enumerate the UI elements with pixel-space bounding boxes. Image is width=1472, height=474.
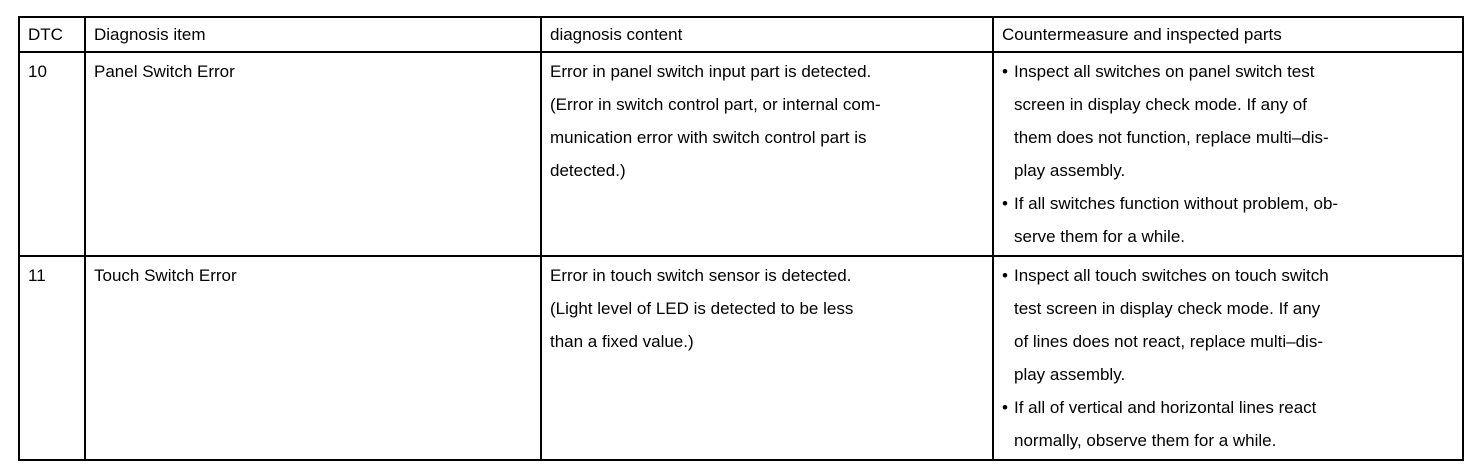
countermeasure-item: • If all switches function without proble… [1002,187,1454,220]
countermeasure-line: play assembly. [1014,161,1126,180]
cell-diagnosis-item: Touch Switch Error [84,255,542,461]
header-dtc: DTC [18,16,86,53]
countermeasure-line: Inspect all switches on panel switch tes… [1014,62,1315,81]
countermeasure-line: serve them for a while. [1014,227,1186,246]
bullet-icon: • [1002,194,1008,213]
countermeasure-line: of lines does not react, replace multi–d… [1014,332,1323,351]
bullet-icon: • [1002,398,1008,417]
countermeasure-line: If all of vertical and horizontal lines … [1014,398,1317,417]
header-diagnosis-content: diagnosis content [540,16,994,53]
content-line: munication error with switch control par… [550,128,867,147]
cell-dtc: 10 [18,51,86,257]
countermeasure-line: normally, observe them for a while. [1014,431,1277,450]
content-line: (Error in switch control part, or intern… [550,95,881,114]
content-line: Error in touch switch sensor is detected… [550,266,852,285]
dtc-table: DTC Diagnosis item diagnosis content Cou… [18,16,1464,461]
cell-countermeasure: • Inspect all switches on panel switch te… [992,51,1464,257]
table-body: 10 Panel Switch Error Error in panel swi… [18,51,1464,461]
countermeasure-line: screen in display check mode. If any of [1014,95,1307,114]
header-row: DTC Diagnosis item diagnosis content Cou… [18,16,1464,53]
countermeasure-item: • Inspect all touch switches on touch swi… [1002,259,1454,292]
countermeasure-line: play assembly. [1014,365,1126,384]
content-line: than a fixed value.) [550,332,694,351]
countermeasure-item: • If all of vertical and horizontal lines… [1002,391,1454,424]
table-header: DTC Diagnosis item diagnosis content Cou… [18,16,1464,53]
content-line: (Light level of LED is detected to be le… [550,299,854,318]
header-diagnosis-item: Diagnosis item [84,16,542,53]
countermeasure-line: Inspect all touch switches on touch swit… [1014,266,1329,285]
cell-dtc: 11 [18,255,86,461]
header-countermeasure: Countermeasure and inspected parts [992,16,1464,53]
countermeasure-line: them does not function, replace multi–di… [1014,128,1329,147]
cell-countermeasure: • Inspect all touch switches on touch swi… [992,255,1464,461]
table-row: 10 Panel Switch Error Error in panel swi… [18,51,1464,257]
table-row: 11 Touch Switch Error Error in touch swi… [18,255,1464,461]
cell-diagnosis-item: Panel Switch Error [84,51,542,257]
bullet-icon: • [1002,266,1008,285]
bullet-icon: • [1002,62,1008,81]
cell-diagnosis-content: Error in touch switch sensor is detected… [540,255,994,461]
cell-diagnosis-content: Error in panel switch input part is dete… [540,51,994,257]
countermeasure-line: If all switches function without problem… [1014,194,1339,213]
countermeasure-line: test screen in display check mode. If an… [1014,299,1321,318]
content-line: detected.) [550,161,626,180]
content-line: Error in panel switch input part is dete… [550,62,872,81]
countermeasure-item: • Inspect all switches on panel switch te… [1002,55,1454,88]
